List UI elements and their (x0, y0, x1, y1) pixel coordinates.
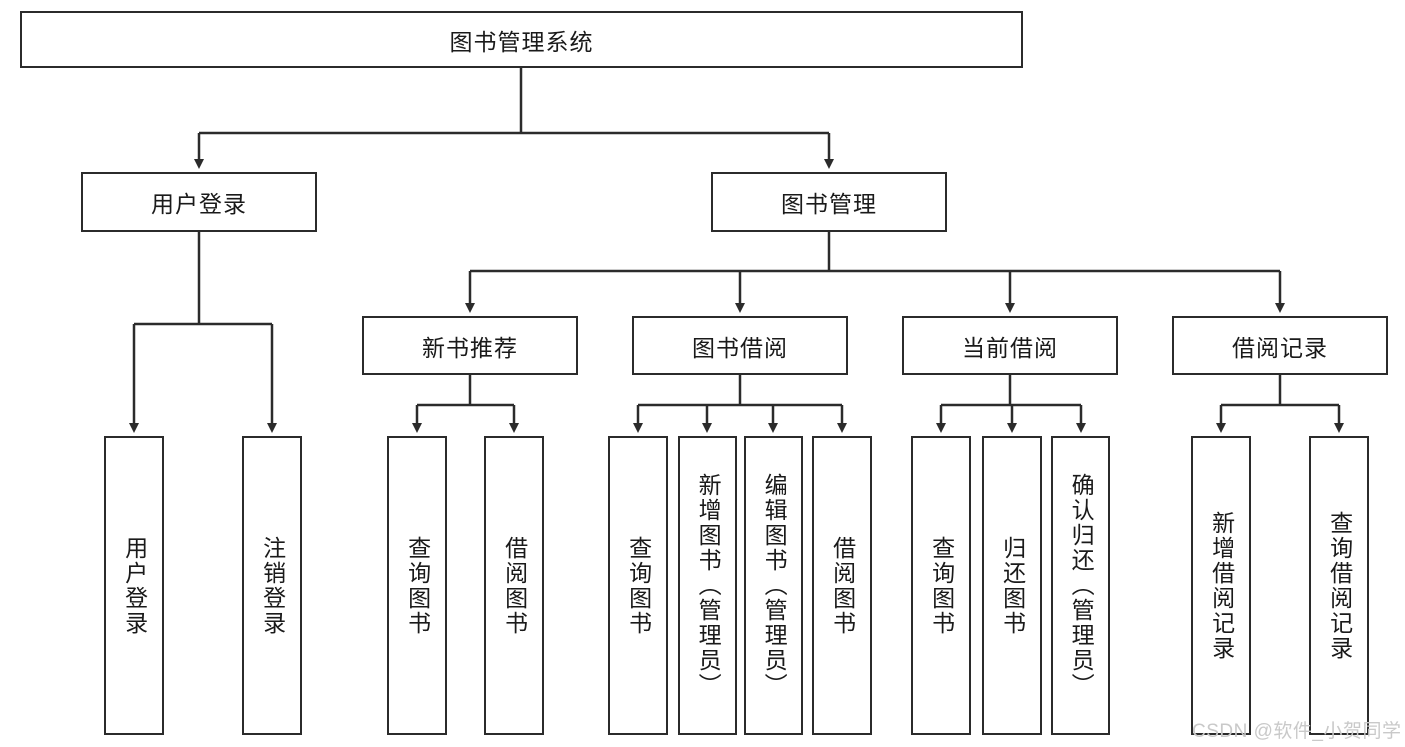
node-new-book-rec-label: 新书推荐 (422, 334, 518, 361)
leaf-edit-book-label: 编辑图书（管理员） (761, 473, 788, 698)
leaf-query-book-rec[interactable]: 查询图书 (387, 436, 447, 735)
node-book-manage-label: 图书管理 (781, 191, 877, 217)
leaf-return-book[interactable]: 归还图书 (982, 436, 1042, 735)
leaf-borrow-book-label: 借阅图书 (829, 535, 856, 636)
leaf-borrow-book-rec[interactable]: 借阅图书 (484, 436, 544, 735)
leaf-confirm-return[interactable]: 确认归还（管理员） (1051, 436, 1110, 735)
leaf-query-record-label: 查询借阅记录 (1326, 510, 1353, 661)
node-current-borrow-label: 当前借阅 (962, 334, 1058, 361)
leaf-logout[interactable]: 注销登录 (242, 436, 302, 735)
leaf-query-book-rec-label: 查询图书 (404, 535, 431, 636)
node-borrow-record[interactable]: 借阅记录 (1172, 316, 1388, 375)
leaf-add-book-label: 新增图书（管理员） (695, 473, 722, 698)
node-current-borrow[interactable]: 当前借阅 (902, 316, 1118, 375)
leaf-query-book-label: 查询图书 (625, 535, 652, 636)
leaf-query-book[interactable]: 查询图书 (608, 436, 668, 735)
leaf-query-book-cur-label: 查询图书 (928, 535, 955, 636)
leaf-user-login[interactable]: 用户登录 (104, 436, 164, 735)
leaf-return-book-label: 归还图书 (999, 535, 1026, 636)
leaf-add-record[interactable]: 新增借阅记录 (1191, 436, 1251, 735)
node-user-login[interactable]: 用户登录 (81, 172, 317, 232)
node-book-borrow-label: 图书借阅 (692, 334, 788, 361)
node-root-label: 图书管理系统 (449, 28, 594, 55)
node-user-login-label: 用户登录 (151, 191, 247, 217)
node-root[interactable]: 图书管理系统 (20, 11, 1023, 68)
node-new-book-rec[interactable]: 新书推荐 (362, 316, 578, 375)
node-borrow-record-label: 借阅记录 (1232, 334, 1328, 361)
csdn-watermark: CSDN @软件_小贺同学 (1192, 721, 1402, 742)
leaf-query-book-cur[interactable]: 查询图书 (911, 436, 971, 735)
leaf-user-login-label: 用户登录 (121, 535, 148, 636)
leaf-logout-label: 注销登录 (259, 535, 286, 636)
leaf-borrow-book[interactable]: 借阅图书 (812, 436, 872, 735)
node-book-borrow[interactable]: 图书借阅 (632, 316, 848, 375)
leaf-edit-book[interactable]: 编辑图书（管理员） (744, 436, 803, 735)
leaf-add-record-label: 新增借阅记录 (1208, 510, 1235, 661)
leaf-borrow-book-rec-label: 借阅图书 (501, 535, 528, 636)
leaf-confirm-return-label: 确认归还（管理员） (1068, 473, 1095, 698)
node-book-manage[interactable]: 图书管理 (711, 172, 947, 232)
leaf-query-record[interactable]: 查询借阅记录 (1309, 436, 1369, 735)
leaf-add-book[interactable]: 新增图书（管理员） (678, 436, 737, 735)
